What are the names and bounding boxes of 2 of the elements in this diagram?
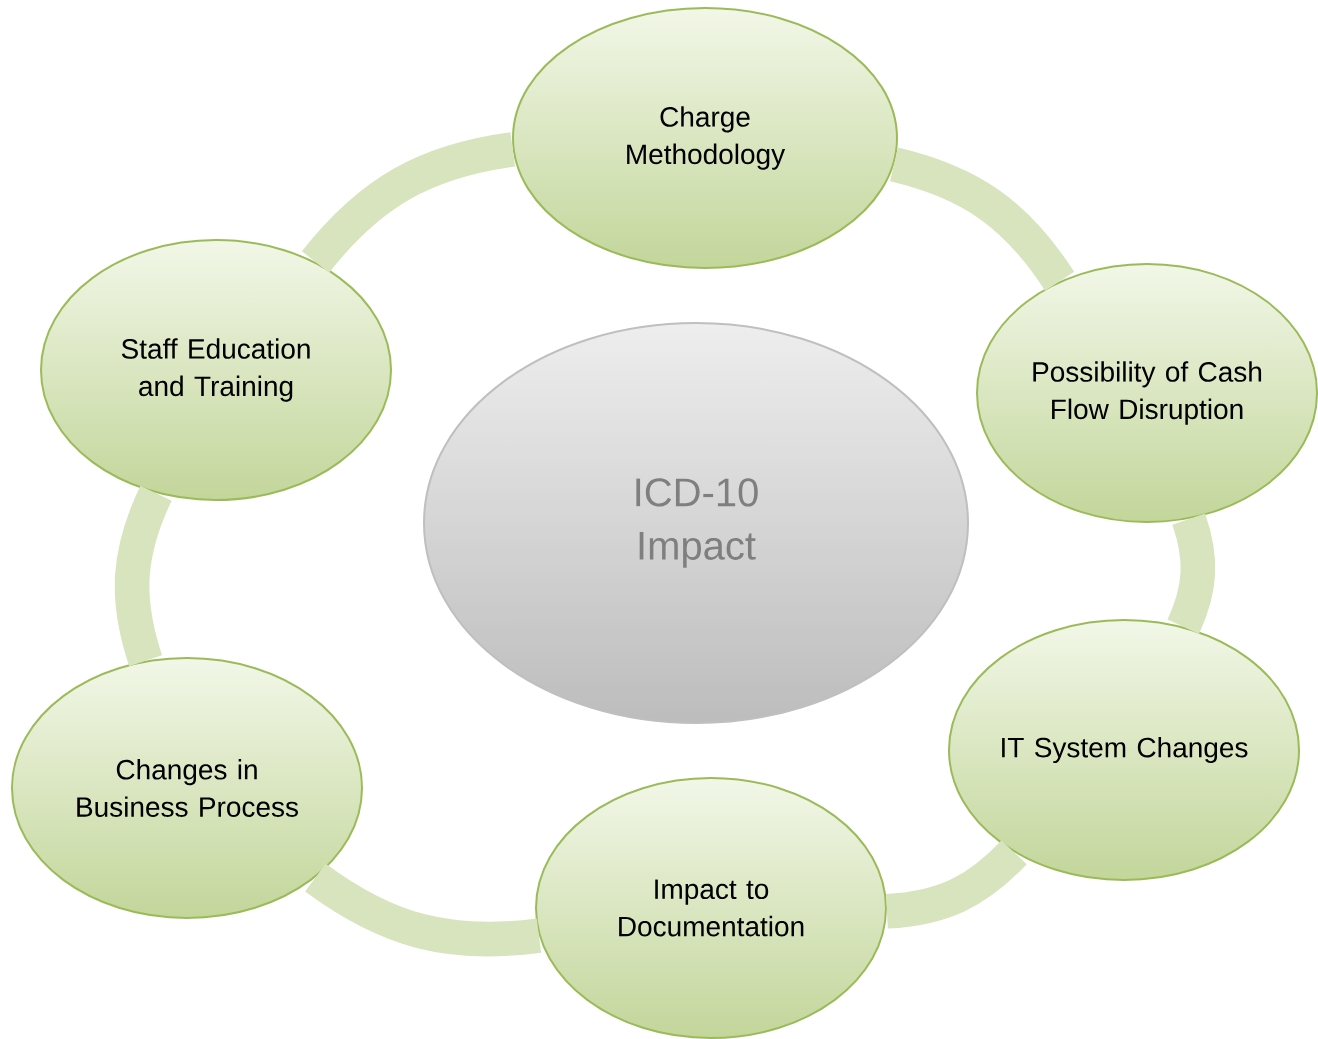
ring-segment: [889, 147, 1074, 291]
ring-segment: [302, 132, 516, 273]
